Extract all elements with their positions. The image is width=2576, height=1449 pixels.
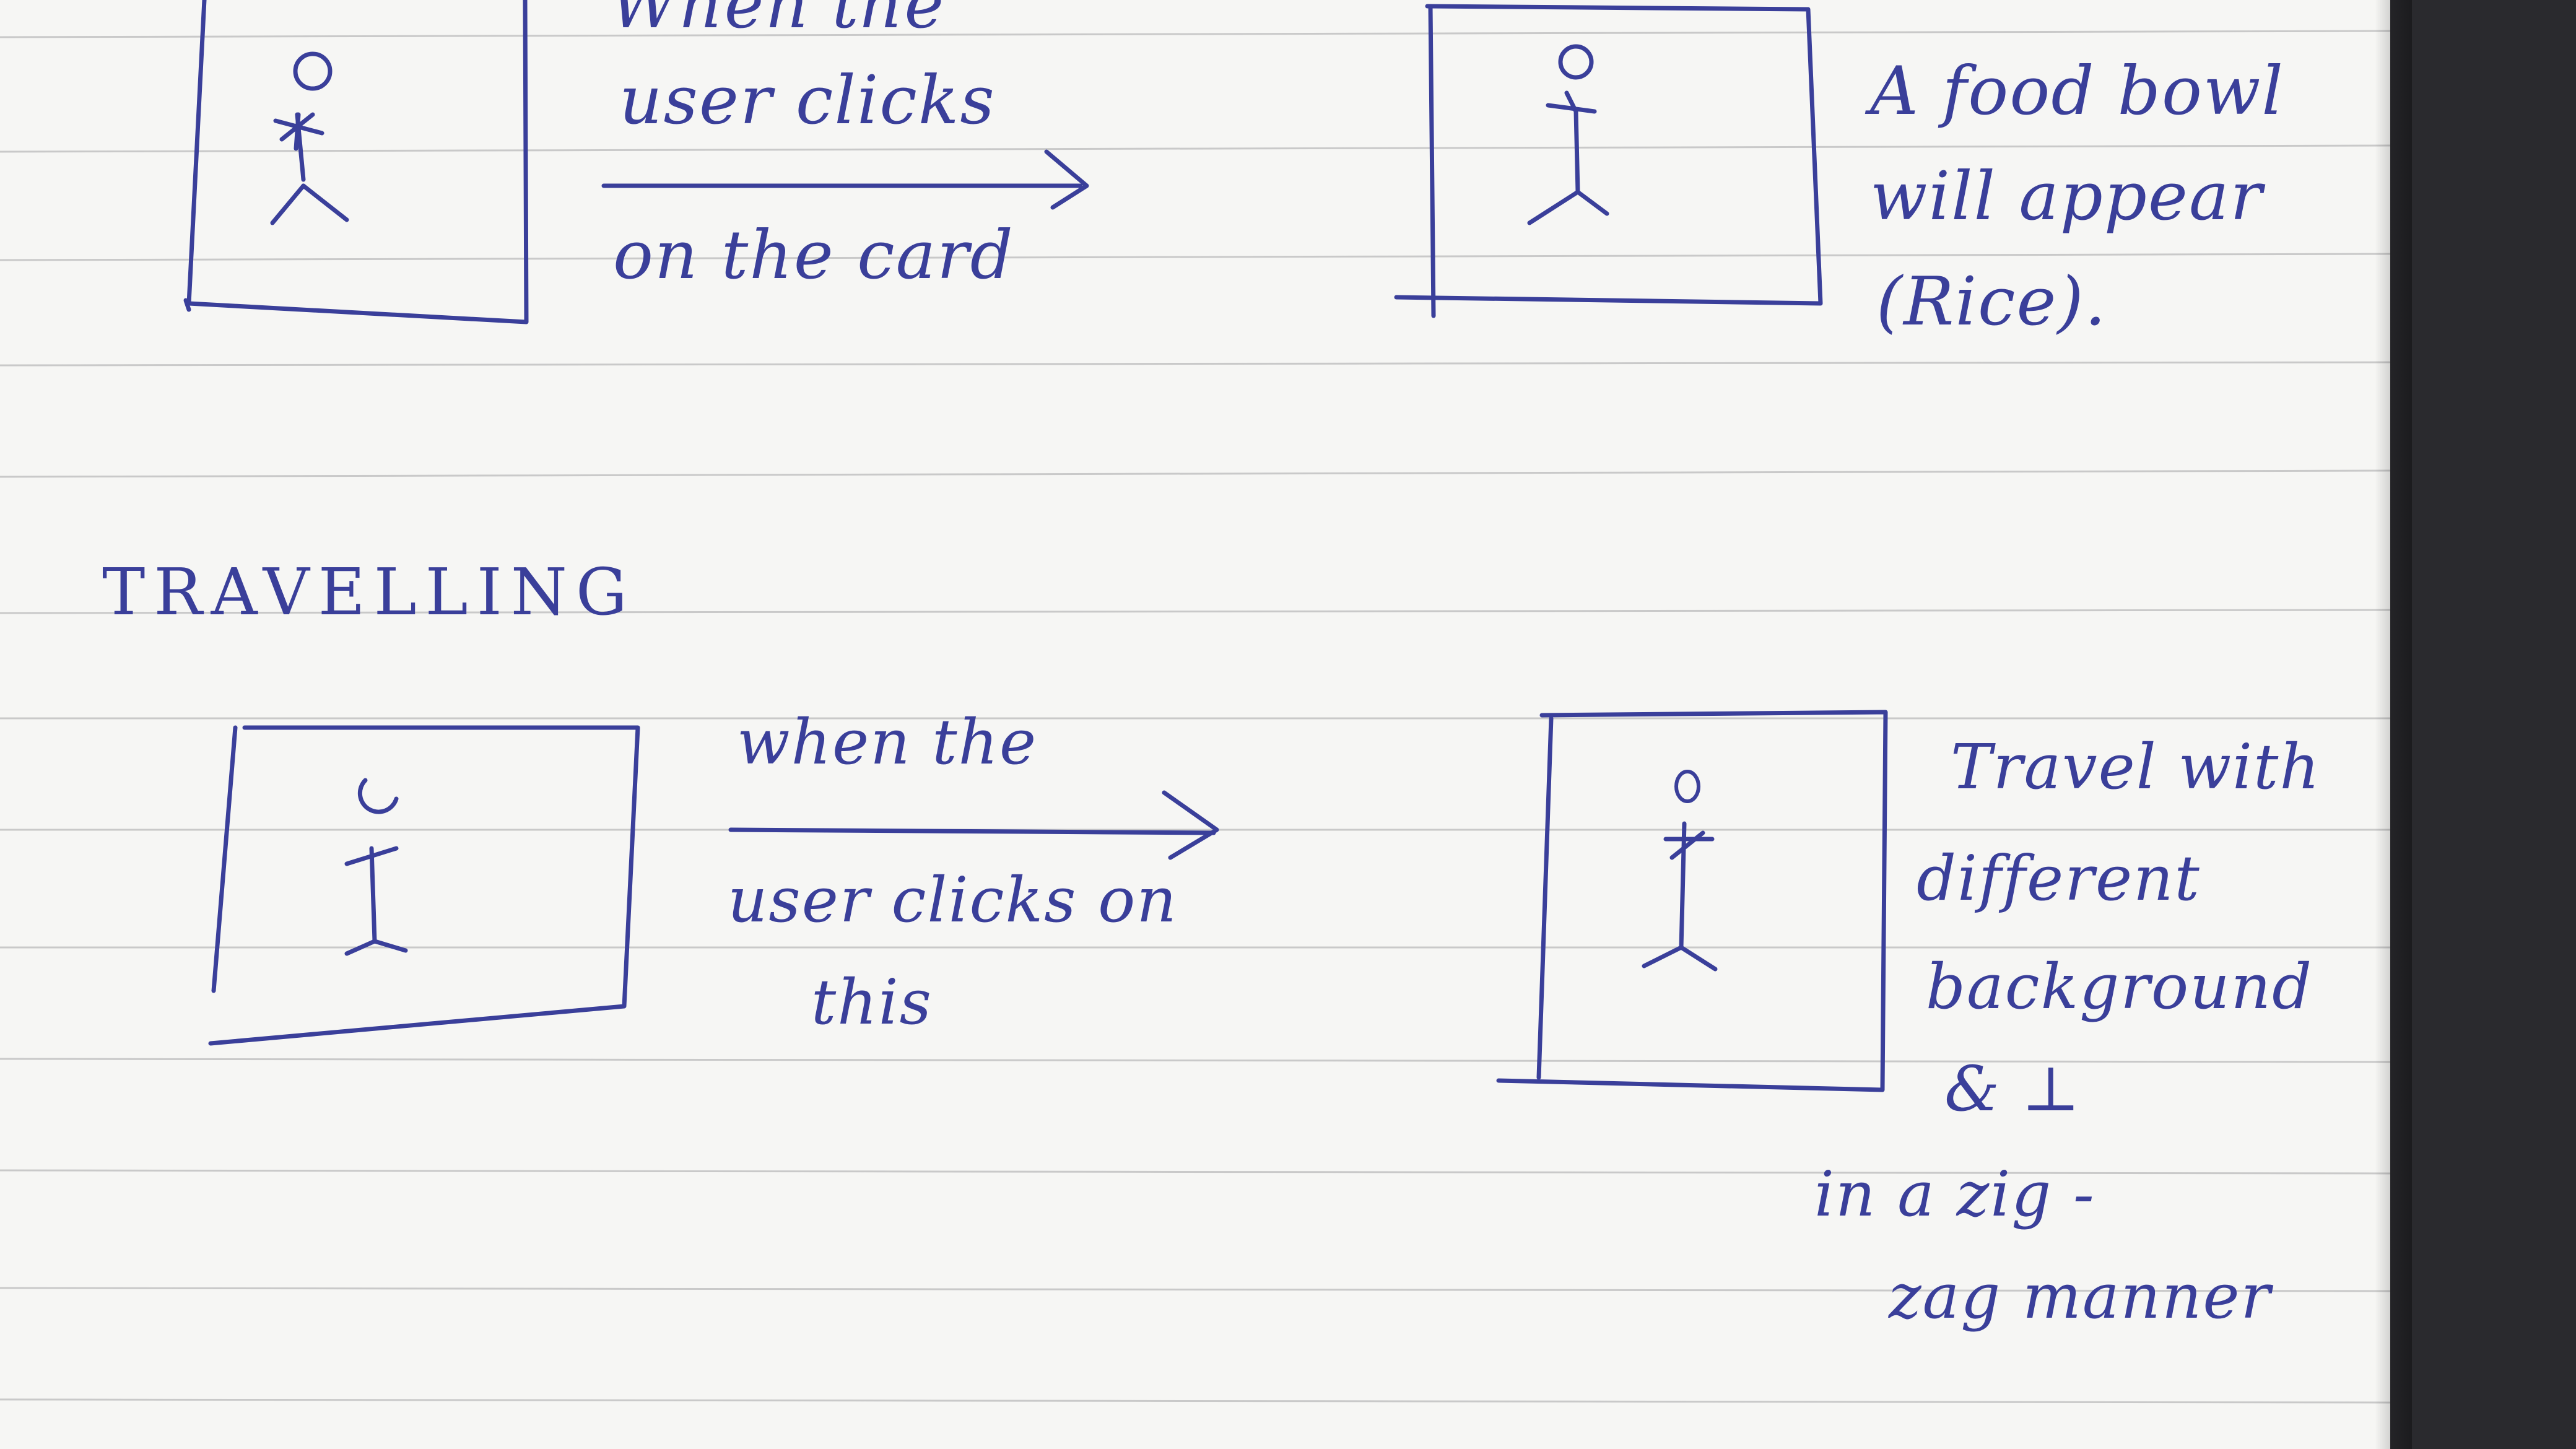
section-2-result-line-6: zag manner [1889,1260,2272,1333]
section-2-result-line-1: Travel with [1951,731,2321,803]
section-2-end-card [1496,710,1888,1092]
section-1-result-line-1: A food bowl [1870,53,2284,130]
notebook-page: When the user clicks on the card A food … [0,0,2390,1449]
section-1-arrow [601,149,1089,210]
section-2-arrow-text-mid: user clicks on [728,864,1178,936]
section-2-arrow-text-top: when the [737,706,1038,778]
section-2-arrow [728,790,1219,860]
section-1-arrow-text-mid: user clicks [619,62,996,139]
section-1-end-card [1394,4,1823,318]
stick-figure-icon [270,51,349,225]
ruled-lines [0,30,2390,1404]
section-1-arrow-text-bottom: on the card [613,217,1014,294]
section-2-title: TRAVELLING [102,554,636,630]
section-1-arrow-text-top: When the [610,0,946,43]
section-2-arrow-text-bottom: this [811,966,933,1038]
section-1-result-line-2: will appear [1870,158,2263,235]
section-2-result-line-5: in a zig - [1814,1158,2095,1230]
section-2-result-line-2: different [1917,842,2201,915]
section-1-result-line-3: (Rice). [1876,263,2107,341]
stick-figure-icon [344,778,408,956]
sketch-canvas [0,0,2390,1404]
section-1-start-card [183,0,529,324]
section-2-result-line-4: & ⊥ [1944,1053,2081,1125]
stick-figure-icon [1642,770,1718,972]
section-2-start-card [208,725,640,1046]
page-edge-shadow [2375,0,2412,1449]
stick-figure-icon [1527,44,1609,225]
section-2-result-line-3: background [1926,951,2313,1023]
